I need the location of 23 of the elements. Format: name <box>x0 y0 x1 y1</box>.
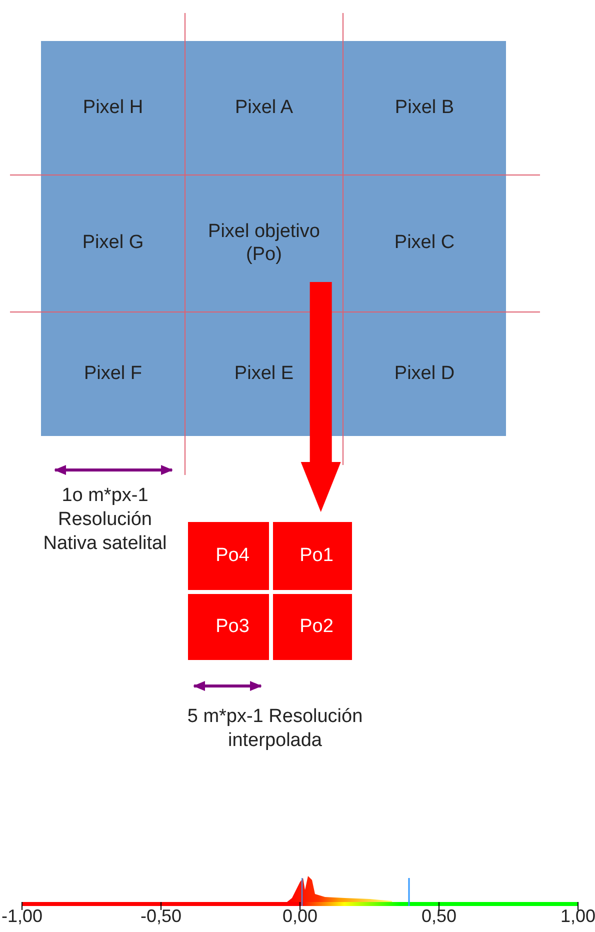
interpolated-pixel-block <box>188 522 352 660</box>
pixel-cell: Pixel E <box>185 312 343 436</box>
pixel-cell: Pixel F <box>41 312 185 436</box>
pixel-cell: Pixel D <box>343 312 506 436</box>
sub-pixel-cell: Po4 <box>188 522 269 590</box>
axis-tick-label: 0,00 <box>281 906 319 927</box>
pixel-cell: Pixel H <box>41 41 185 175</box>
arrow <box>300 282 341 512</box>
resolution-note: 5 m*px-1 Resolución interpolada <box>186 705 364 752</box>
pixel-cell: Pixel B <box>343 41 506 175</box>
axis-tick-label: 1,00 <box>559 906 595 927</box>
satellite-pixel-grid <box>41 41 506 436</box>
sub-pixel-cell: Po2 <box>273 594 352 660</box>
axis-tick-label: 0,50 <box>420 906 458 927</box>
pixel-cell: Pixel C <box>343 175 506 312</box>
axis-tick-label: -0,50 <box>139 906 183 927</box>
resolution-note: 1o m*px-1 Resolución Nativa satelital <box>42 484 168 556</box>
sub-pixel-cell: Po1 <box>273 522 352 590</box>
pixel-cell: Pixel A <box>185 41 343 175</box>
pixel-cell: Pixel objetivo (Po) <box>185 175 343 312</box>
sub-pixel-cell: Po3 <box>188 594 269 660</box>
axis-tick-label: -1,00 <box>0 906 44 927</box>
pixel-cell: Pixel G <box>41 175 185 312</box>
